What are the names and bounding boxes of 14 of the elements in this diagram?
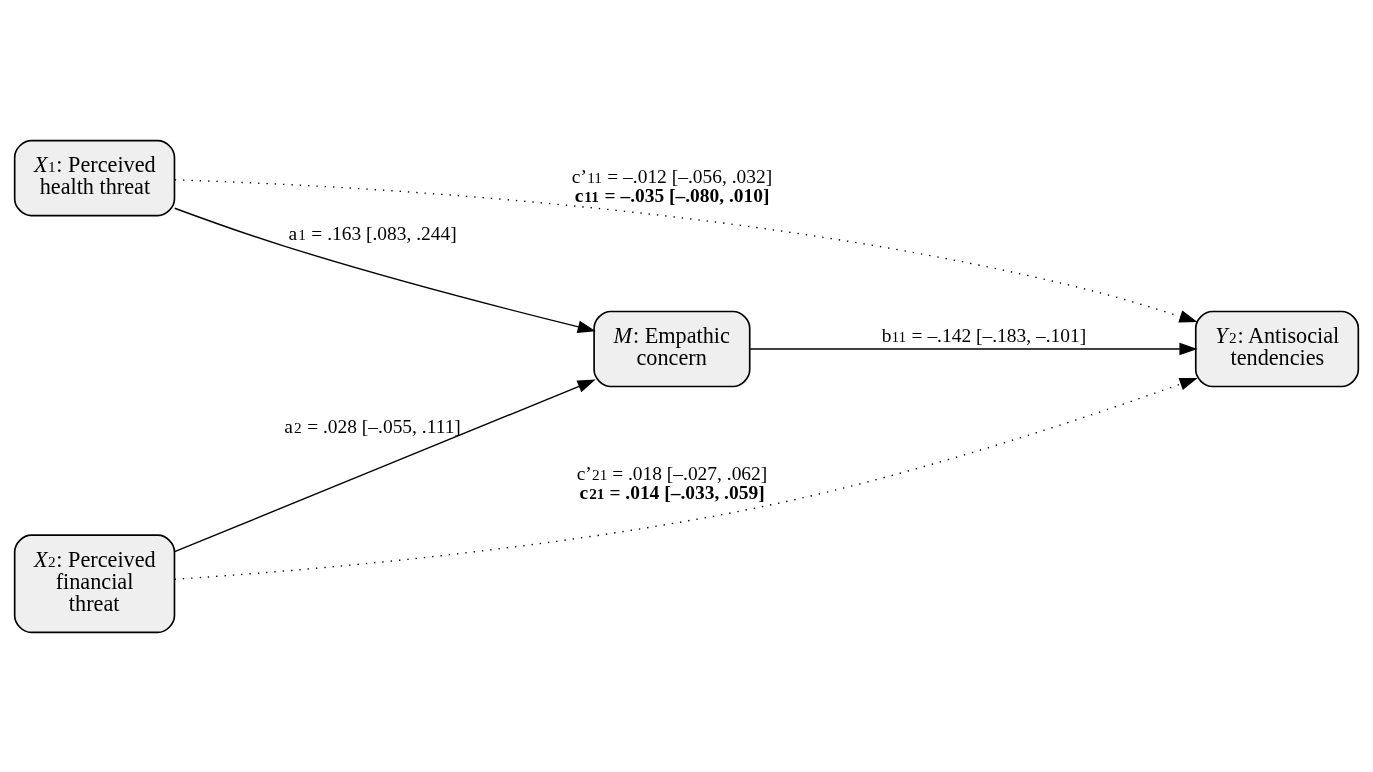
- arrow: [749, 342, 1198, 355]
- node-box: X2: Perceived financial threat: [13, 533, 176, 633]
- arrow: [173, 379, 596, 552]
- edge-label: b11 = –.142 [–.183, –.101]: [881, 324, 1087, 346]
- node-box: X1: Perceived health threat: [13, 139, 176, 216]
- edge-label: c’21 = .018 [–.027, .062] c21 = .014 [–.033, .059]: [576, 462, 768, 503]
- edge-label: c’11 = –.012 [–.056, .032] c11 = –.035 [–.080, .010]: [571, 165, 773, 206]
- edge-label: a2 = .028 [–.055, .111]: [284, 415, 461, 437]
- edge-label: a1 = .163 [.083, .244]: [288, 221, 457, 243]
- arrow: [174, 207, 596, 333]
- arrow: [174, 377, 1198, 580]
- node-box: Y2: Antisocial tendencies: [1194, 310, 1360, 387]
- arrow: [174, 178, 1198, 322]
- node-box: M: Empathic concern: [593, 310, 751, 387]
